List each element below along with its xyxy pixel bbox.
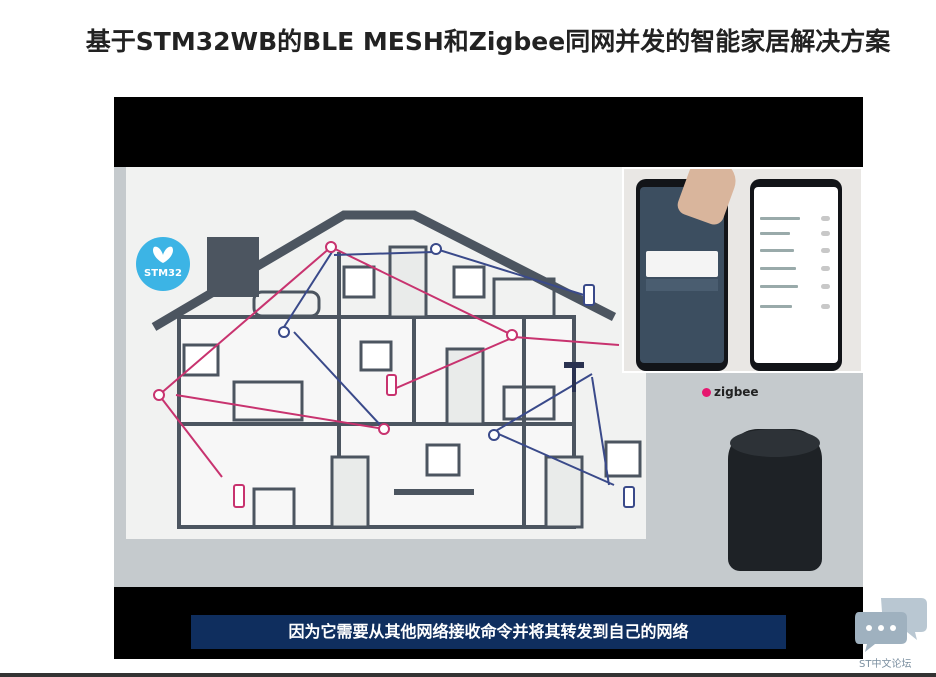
video-subtitle: 因为它需要从其他网络接收命令并将其转发到自己的网络: [191, 615, 786, 649]
toggle-icon: [821, 284, 830, 289]
video-frame: STM32: [114, 167, 863, 649]
settings-row: [760, 305, 792, 308]
video-player[interactable]: STM32: [114, 97, 863, 659]
zigbee-icon: [702, 388, 711, 397]
phone-right-screen: [754, 187, 838, 363]
toggle-icon: [821, 266, 830, 271]
zigbee-logo-text: zigbee: [714, 385, 759, 399]
bottom-bar: [0, 673, 936, 677]
stm32-logo: STM32: [136, 237, 190, 291]
toggle-icon: [821, 248, 830, 253]
stm32-logo-text: STM32: [144, 268, 182, 279]
dialog-confirm-button: [646, 279, 718, 291]
level-dialog: [646, 251, 718, 277]
chat-bubble-icon[interactable]: [855, 592, 931, 672]
smart-speaker: [728, 429, 822, 571]
settings-row: [760, 217, 800, 220]
butterfly-icon: [153, 246, 173, 263]
speaker-top: [730, 429, 820, 457]
toggle-icon: [821, 304, 830, 309]
settings-row: [760, 249, 794, 252]
zigbee-logo: zigbee: [702, 385, 759, 399]
page-title: 基于STM32WB的BLE MESH和Zigbee同网并发的智能家居解决方案: [85, 27, 891, 56]
settings-row: [760, 267, 796, 270]
toggle-icon: [821, 231, 830, 236]
toggle-icon: [821, 216, 830, 221]
phone-inset: [622, 167, 863, 373]
settings-row: [760, 285, 798, 288]
settings-row: [760, 232, 790, 235]
phone-right: [750, 179, 842, 371]
forum-label[interactable]: ST中文论坛: [859, 659, 912, 670]
